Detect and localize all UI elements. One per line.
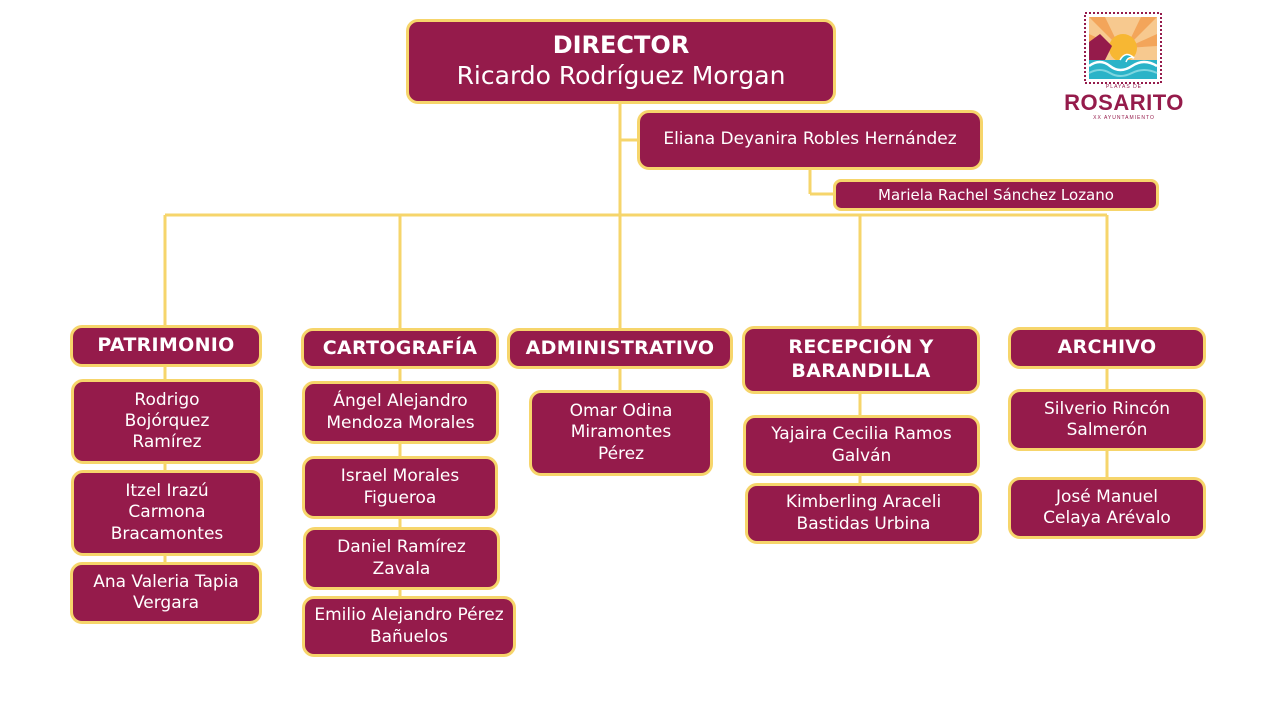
dept-header-cartografia: CARTOGRAFÍA xyxy=(301,328,499,369)
member-box: Rodrigo Bojórquez Ramírez xyxy=(71,379,263,464)
director-title: DIRECTOR xyxy=(552,31,690,60)
assistant-box-secondary: Mariela Rachel Sánchez Lozano xyxy=(833,179,1159,211)
dept-header-patrimonio: PATRIMONIO xyxy=(70,325,262,367)
dept-header-administrativo: ADMINISTRATIVO xyxy=(507,328,733,369)
member-name: Silverio Rincón Salmerón xyxy=(1043,398,1171,440)
member-box: Silverio Rincón Salmerón xyxy=(1008,389,1206,451)
member-name: Yajaira Cecilia Ramos Galván xyxy=(771,424,952,466)
member-name: Emilio Alejandro Pérez Bañuelos xyxy=(314,605,504,647)
member-box: Israel Morales Figueroa xyxy=(302,456,498,519)
dept-header-recepcion: RECEPCIÓN Y BARANDILLA xyxy=(742,326,980,394)
logo-sub-text: XX AYUNTAMIENTO xyxy=(1093,115,1155,121)
dept-title: ARCHIVO xyxy=(1057,336,1157,359)
member-box: Itzel Irazú Carmona Bracamontes xyxy=(71,470,263,556)
logo-wordmark: ROSARITO xyxy=(1064,90,1184,115)
director-name: Ricardo Rodríguez Morgan xyxy=(456,61,786,91)
member-name: Omar Odina Miramontes Pérez xyxy=(569,401,673,464)
member-box: Omar Odina Miramontes Pérez xyxy=(529,390,713,476)
logo-top-text: PLAYAS DE xyxy=(1105,84,1143,90)
member-box: Emilio Alejandro Pérez Bañuelos xyxy=(302,596,516,657)
member-name: Ángel Alejandro Mendoza Morales xyxy=(326,391,475,433)
assistant-name: Eliana Deyanira Robles Hernández xyxy=(663,129,957,150)
assistant-box: Eliana Deyanira Robles Hernández xyxy=(637,110,983,170)
member-name: Rodrigo Bojórquez Ramírez xyxy=(124,389,210,453)
director-box: DIRECTOR Ricardo Rodríguez Morgan xyxy=(406,19,836,104)
member-box: Kimberling Araceli Bastidas Urbina xyxy=(745,483,982,544)
member-name: Kimberling Araceli Bastidas Urbina xyxy=(785,492,942,534)
dept-title: RECEPCIÓN Y BARANDILLA xyxy=(788,336,934,382)
assistant-name-secondary: Mariela Rachel Sánchez Lozano xyxy=(878,185,1114,204)
member-box: Ana Valeria Tapia Vergara xyxy=(70,562,262,624)
member-name: Israel Morales Figueroa xyxy=(340,466,460,508)
member-box: Daniel Ramírez Zavala xyxy=(303,527,500,590)
member-box: José Manuel Celaya Arévalo xyxy=(1008,477,1206,539)
sun-wave-icon xyxy=(1084,12,1162,84)
member-name: Ana Valeria Tapia Vergara xyxy=(93,571,239,613)
member-box: Yajaira Cecilia Ramos Galván xyxy=(743,415,980,476)
dept-title: CARTOGRAFÍA xyxy=(322,336,478,359)
rosarito-logo: PLAYAS DE ROSARITO XX AYUNTAMIENTO xyxy=(1060,12,1190,124)
member-name: Daniel Ramírez Zavala xyxy=(337,537,466,579)
member-name: José Manuel Celaya Arévalo xyxy=(1043,486,1171,528)
dept-title: PATRIMONIO xyxy=(97,334,235,357)
dept-header-archivo: ARCHIVO xyxy=(1008,327,1206,369)
member-name: Itzel Irazú Carmona Bracamontes xyxy=(110,481,224,544)
member-box: Ángel Alejandro Mendoza Morales xyxy=(302,381,499,444)
dept-title: ADMINISTRATIVO xyxy=(525,336,715,359)
